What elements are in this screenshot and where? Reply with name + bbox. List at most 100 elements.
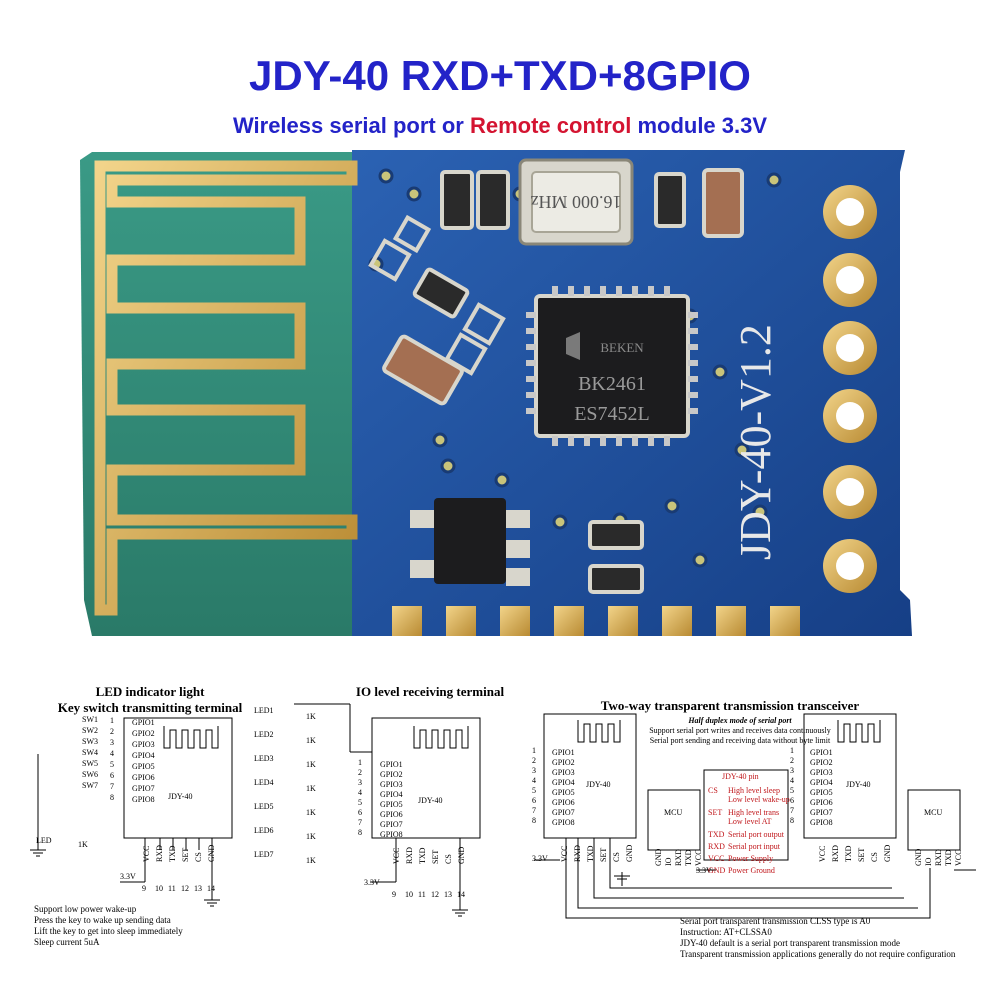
d1-supply-label: 3.3V <box>120 872 136 881</box>
d3-table-desc: High level sleep <box>728 786 780 795</box>
diagram2-schematic <box>294 703 481 917</box>
d1-bottom-pin: CS <box>194 852 203 862</box>
d1-pin-number: 3 <box>110 738 114 747</box>
board-silkscreen: JDY-40-V1.2 <box>731 324 780 560</box>
d2-pin-number: 2 <box>358 768 362 777</box>
d3-chip-left-label: JDY-40 <box>586 780 611 789</box>
d3-table-desc: Serial port output <box>728 830 784 839</box>
d2-chip-box <box>371 717 481 839</box>
d3-pin-left: 5 <box>532 786 536 795</box>
d3-pin-left: 3 <box>532 766 536 775</box>
d2-bottom-num: 10 <box>405 890 413 899</box>
d3-bottom-pin-left: TXD <box>586 845 595 862</box>
d3-pin-left: 1 <box>532 746 536 755</box>
d3-gpio-left: GPIO4 <box>552 778 575 787</box>
d3-chip-right <box>803 713 897 839</box>
diagram1-schematic <box>30 717 233 907</box>
d2-gpio-label: GPIO2 <box>380 770 403 779</box>
d1-pin-number: 5 <box>110 760 114 769</box>
d1-switch-label: SW5 <box>82 759 98 768</box>
d3-mode-line1: Support serial port writes and receives … <box>649 726 831 735</box>
diagram1-caption-line2: Key switch transmitting terminal <box>57 700 243 715</box>
d3-bottom-pin-left: GND <box>625 844 634 862</box>
d3-gpio-left: GPIO2 <box>552 758 575 767</box>
d3-chip-left <box>543 713 637 839</box>
d1-bottom-pin: VCC <box>142 845 151 862</box>
d3-mcu-pin-left: VCC <box>694 849 703 866</box>
subtitle-part2: module 3.3V <box>631 113 768 138</box>
d3-table-desc: High level trans <box>728 808 780 817</box>
d1-gpio-label: GPIO3 <box>132 740 155 749</box>
d1-chip-box <box>123 717 233 839</box>
d2-supply-label: 3.3V <box>364 878 380 887</box>
d3-gpio-right: GPIO7 <box>810 808 833 817</box>
d3-mcu-pin-left: TXD <box>684 849 693 866</box>
d2-gpio-label: GPIO7 <box>380 820 403 829</box>
d1-bottom-pin: TXD <box>168 845 177 862</box>
d3-bottom-pin-right: RXD <box>831 845 840 862</box>
d3-mode-box: Half duplex mode of serial port Support … <box>640 716 840 746</box>
d1-gpio-label: GPIO5 <box>132 762 155 771</box>
d2-gpio-label: GPIO4 <box>380 790 403 799</box>
d3-table-header: JDY-40 pin <box>722 772 759 781</box>
d2-pin-number: 1 <box>358 758 362 767</box>
d2-pin-number: 8 <box>358 828 362 837</box>
d3-table-pin: CS <box>708 786 718 795</box>
crystal-label: 16.000 MHz <box>530 192 621 212</box>
antenna-area <box>80 152 360 636</box>
d3-chip-right-label: JDY-40 <box>846 780 871 789</box>
d3-pin-left: 2 <box>532 756 536 765</box>
d3-gpio-right: GPIO2 <box>810 758 833 767</box>
d2-led-label: LED7 <box>254 850 274 859</box>
d3-note: Serial port transparent transmission CLS… <box>680 916 871 926</box>
d2-led-label: LED1 <box>254 706 274 715</box>
d2-bottom-num: 9 <box>392 890 396 899</box>
d2-bottom-pin: GND <box>457 846 466 864</box>
d3-pin-right: 3 <box>790 766 794 775</box>
d2-bottom-num: 14 <box>457 890 465 899</box>
d3-pin-right: 1 <box>790 746 794 755</box>
subtitle-part1: Wireless serial port or <box>232 113 470 138</box>
d1-bottom-num: 9 <box>142 884 146 893</box>
diagram1-caption-line1: LED indicator light <box>95 684 205 699</box>
d1-chip-label: JDY-40 <box>168 792 193 801</box>
d2-pin-number: 6 <box>358 808 362 817</box>
d2-bottom-num: 12 <box>431 890 439 899</box>
d3-mcu-right-label: MCU <box>924 808 943 817</box>
chip-code: ES7452L <box>574 403 650 425</box>
title-highlight: 8GPIO <box>622 52 751 99</box>
d2-bottom-pin: VCC <box>392 847 401 864</box>
d1-bottom-num: 13 <box>194 884 202 893</box>
d1-gpio-label: GPIO6 <box>132 773 155 782</box>
d3-gpio-left: GPIO1 <box>552 748 575 757</box>
antenna-trace <box>94 160 358 616</box>
d3-bottom-pin-left: VCC <box>560 845 569 862</box>
d3-gpio-left: GPIO8 <box>552 818 575 827</box>
d3-gpio-right: GPIO6 <box>810 798 833 807</box>
d3-bottom-pin-left: CS <box>612 852 621 862</box>
d3-mcu-pin-right: RXD <box>934 849 943 866</box>
chip-brand: BEKEN <box>600 340 644 355</box>
regulator <box>410 498 530 586</box>
d1-gpio-label: GPIO1 <box>132 718 155 727</box>
diagram1-notes: Support low power wake-up Press the key … <box>34 904 183 948</box>
d2-resistor-label: 1K <box>306 712 316 721</box>
castellated-holes <box>823 185 877 593</box>
d3-mcu-left <box>647 789 701 851</box>
d1-gpio-label: GPIO4 <box>132 751 155 760</box>
d2-resistor-label: 1K <box>306 808 316 817</box>
d2-resistor-label: 1K <box>306 736 316 745</box>
d3-note: JDY-40 default is a serial port transpar… <box>680 938 900 948</box>
d3-gpio-left: GPIO7 <box>552 808 575 817</box>
subtitle-highlight: Remote control <box>469 113 632 138</box>
d1-note: Lift the key to get into sleep immediate… <box>34 926 183 936</box>
d2-led-label: LED2 <box>254 730 274 739</box>
d3-gpio-left: GPIO6 <box>552 798 575 807</box>
d2-resistor-label: 1K <box>306 856 316 865</box>
d3-pin-left: 6 <box>532 796 536 805</box>
d1-switch-label: SW2 <box>82 726 98 735</box>
d1-note: Sleep current 5uA <box>34 937 100 947</box>
d1-bottom-num: 10 <box>155 884 163 893</box>
d3-pin-right: 2 <box>790 756 794 765</box>
d3-mcu-pin-left: IO <box>664 857 673 866</box>
